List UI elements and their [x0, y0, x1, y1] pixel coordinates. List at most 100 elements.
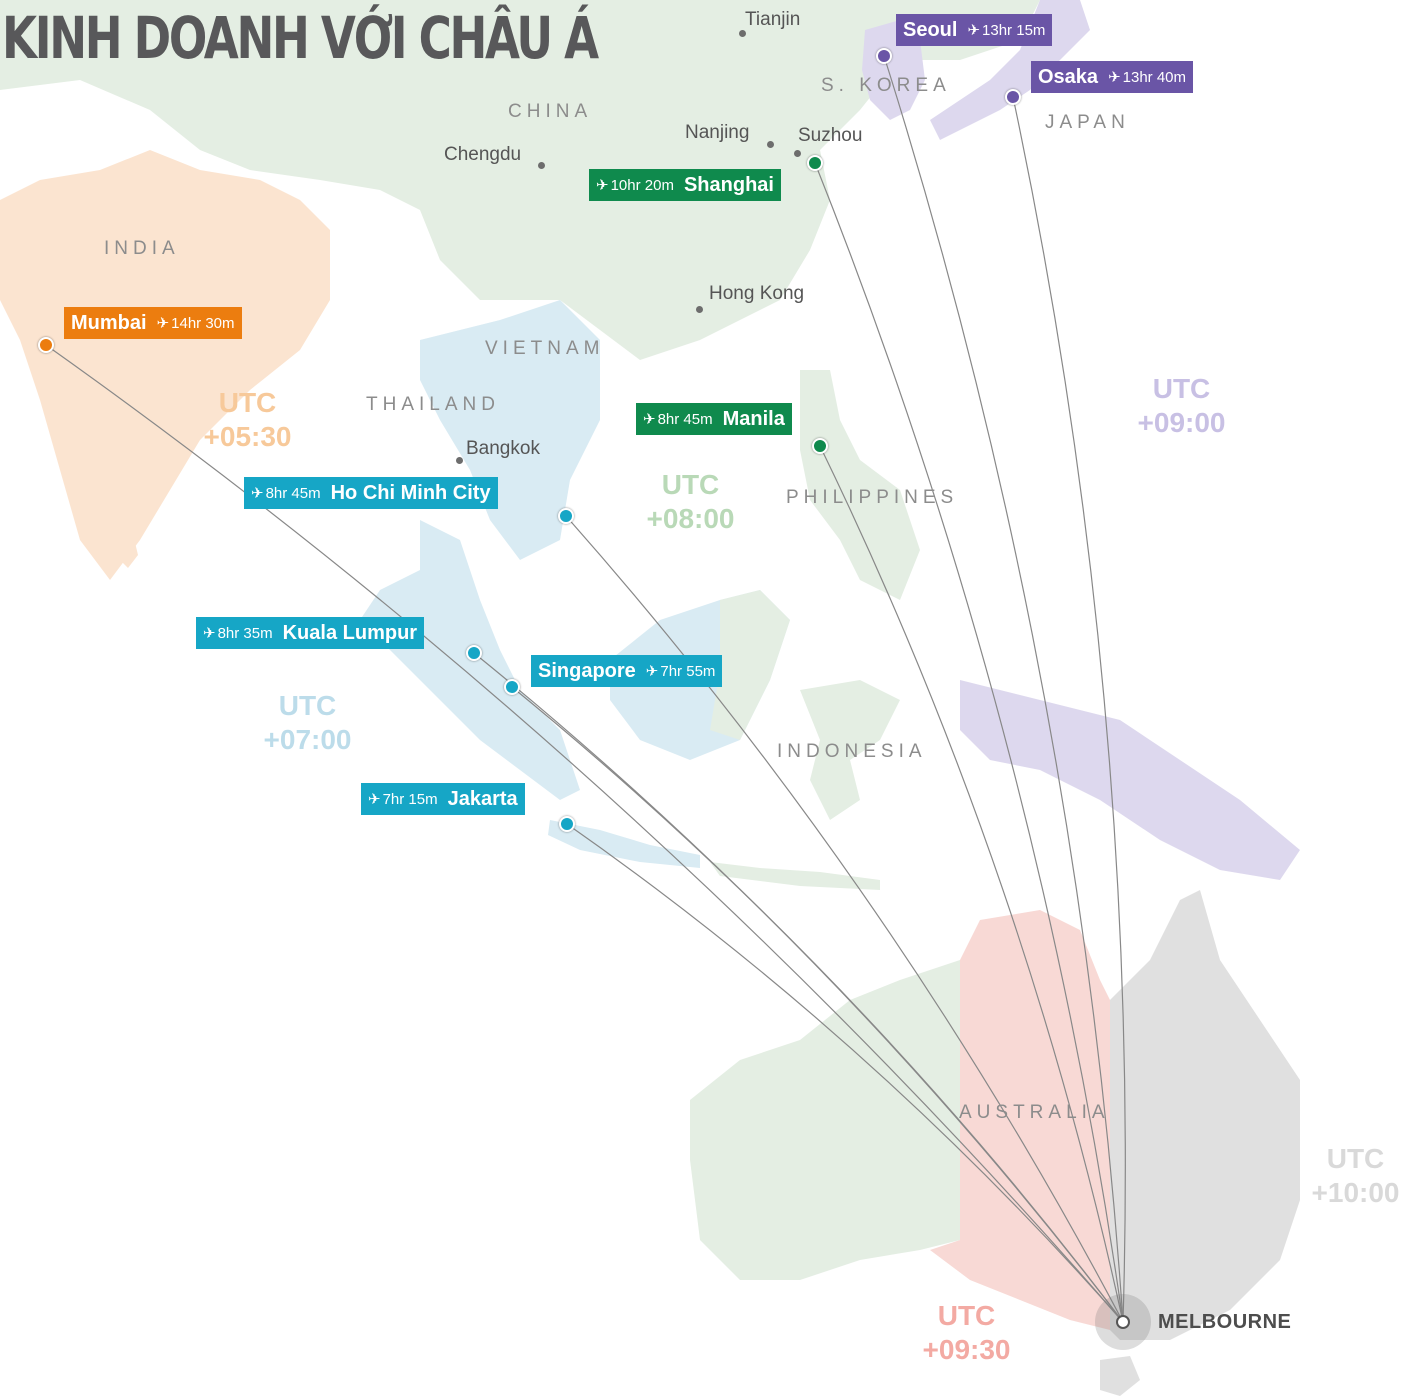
hub-label-melbourne: MELBOURNE: [1158, 1311, 1292, 1333]
route-line: [1012, 96, 1126, 1323]
timezone-utc: UTC: [278, 690, 337, 721]
flight-duration: 7hr 15m: [382, 790, 438, 808]
landmass-indochina: [420, 300, 600, 560]
destination-name: Mumbai: [71, 311, 147, 334]
region-china: CHINA: [508, 101, 593, 122]
destination-osaka[interactable]: Osaka ✈13hr 40m: [1031, 61, 1194, 93]
region-vietnam: VIETNAM: [485, 338, 605, 359]
destination-dot-seoul[interactable]: [876, 48, 892, 64]
landmass-nusa-tenggara: [710, 862, 880, 890]
route-line: [819, 445, 1124, 1323]
flight-duration: 8hr 45m: [657, 410, 713, 428]
destination-dot-kuala-lumpur[interactable]: [466, 645, 482, 661]
timezone-offset: +10:00: [1311, 1177, 1400, 1208]
route-line: [814, 162, 1124, 1323]
destination-jakarta[interactable]: ✈7hr 15m Jakarta: [361, 783, 525, 815]
flight-duration: 13hr 40m: [1122, 68, 1187, 86]
timezone-offset: +09:00: [1137, 407, 1226, 438]
destination-dot-shanghai[interactable]: [807, 155, 823, 171]
landmass-india: [0, 150, 330, 580]
plane-icon: ✈: [596, 176, 609, 194]
destination-dot-ho-chi-minh[interactable]: [558, 508, 574, 524]
city-label-tianjin: Tianjin: [745, 9, 801, 30]
plane-icon: ✈: [1108, 68, 1121, 86]
timezone-utc: UTC: [218, 387, 277, 418]
destination-name: Singapore: [538, 659, 636, 682]
route-line: [565, 515, 1124, 1323]
landmass-new-guinea: [960, 680, 1300, 880]
destination-dot-mumbai[interactable]: [38, 337, 54, 353]
destination-name: Shanghai: [683, 173, 774, 196]
destination-name: Ho Chi Minh City: [330, 481, 491, 504]
city-dot-nanjing: [766, 140, 774, 148]
timezone-utc: UTC: [937, 1300, 996, 1331]
timezone-label-1000: UTC +10:00: [1298, 1142, 1413, 1210]
page-title: KINH DOANH VỚI CHÂU Á: [2, 4, 599, 72]
region-s-korea: S. KOREA: [821, 75, 951, 96]
destination-shanghai[interactable]: ✈10hr 20m Shanghai: [589, 169, 781, 201]
destination-singapore[interactable]: Singapore ✈7hr 55m: [531, 655, 723, 687]
plane-icon: ✈: [368, 790, 381, 808]
destination-dot-osaka[interactable]: [1005, 89, 1021, 105]
city-dot-hong-kong: [695, 305, 703, 313]
destination-mumbai[interactable]: Mumbai ✈14hr 30m: [64, 307, 242, 339]
route-line: [883, 55, 1124, 1323]
timezone-label-0800: UTC +08:00: [633, 468, 748, 536]
landmass-sri-lanka: [116, 520, 138, 568]
destination-manila[interactable]: ✈8hr 45m Manila: [636, 403, 792, 435]
region-thailand: THAILAND: [366, 394, 500, 415]
city-dot-tianjin: [738, 29, 746, 37]
destination-name: Manila: [722, 407, 785, 430]
plane-icon: ✈: [967, 21, 981, 39]
landmass-borneo-east: [710, 590, 790, 740]
destination-name: Seoul: [903, 18, 958, 41]
timezone-offset: +05:30: [203, 421, 292, 452]
hub-dot-melbourne[interactable]: [1116, 1315, 1130, 1329]
city-dot-chengdu: [537, 161, 545, 169]
timezone-label-0530: UTC +05:30: [190, 386, 305, 454]
timezone-offset: +08:00: [646, 503, 735, 534]
destination-ho-chi-minh[interactable]: ✈8hr 45m Ho Chi Minh City: [244, 477, 498, 509]
timezone-offset: +09:30: [922, 1334, 1011, 1365]
destination-kuala-lumpur[interactable]: ✈8hr 35m Kuala Lumpur: [196, 617, 425, 649]
route-line: [511, 686, 1124, 1323]
timezone-offset: +07:00: [263, 724, 352, 755]
landmass-tasmania: [1100, 1356, 1140, 1396]
region-india: INDIA: [104, 238, 180, 259]
plane-icon: ✈: [251, 484, 264, 502]
timezone-utc: UTC: [1152, 373, 1211, 404]
city-dot-bangkok: [455, 456, 463, 464]
flight-duration: 8hr 35m: [217, 624, 273, 642]
destination-dot-jakarta[interactable]: [559, 816, 575, 832]
route-line: [45, 344, 1124, 1323]
city-label-nanjing: Nanjing: [685, 122, 750, 143]
region-australia: AUSTRALIA: [959, 1102, 1110, 1123]
flight-routes: [45, 55, 1126, 1323]
city-label-bangkok: Bangkok: [466, 438, 540, 459]
destination-name: Kuala Lumpur: [282, 621, 418, 644]
region-indonesia: INDONESIA: [777, 741, 927, 762]
landmass-philippines: [800, 370, 920, 600]
landmass-australia-east: [1110, 890, 1300, 1340]
region-japan: JAPAN: [1045, 112, 1130, 133]
destination-dot-singapore[interactable]: [504, 679, 520, 695]
landmass-china: [0, 0, 1040, 360]
city-dot-suzhou: [793, 149, 801, 157]
flight-duration: 14hr 30m: [171, 314, 235, 332]
destination-dot-manila[interactable]: [812, 438, 828, 454]
timezone-utc: UTC: [661, 469, 720, 500]
route-line: [566, 823, 1124, 1323]
region-philippines: PHILIPPINES: [786, 487, 959, 508]
timezone-label-0900: UTC +09:00: [1124, 372, 1239, 440]
destination-name: Osaka: [1038, 65, 1099, 88]
destination-name: Jakarta: [447, 787, 518, 810]
city-label-chengdu: Chengdu: [444, 144, 522, 165]
destination-seoul[interactable]: Seoul ✈13hr 15m: [896, 14, 1053, 46]
plane-icon: ✈: [643, 410, 656, 428]
flight-duration: 7hr 55m: [660, 662, 716, 680]
flight-duration: 8hr 45m: [265, 484, 321, 502]
flight-duration: 10hr 20m: [610, 176, 674, 194]
landmass-australia-west: [690, 960, 960, 1280]
plane-icon: ✈: [203, 624, 216, 642]
